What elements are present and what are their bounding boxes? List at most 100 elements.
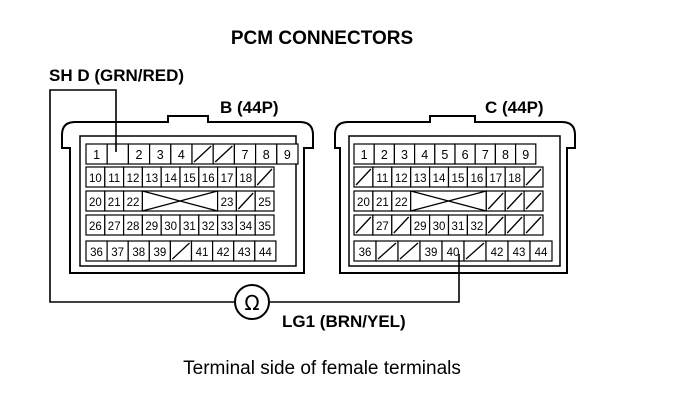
probe-positive-label: SH D (GRN/RED) [49,66,185,85]
pin-cell [514,143,537,165]
pin-number: 42 [217,247,230,259]
pin-cell [276,143,299,165]
pin-number: 42 [491,247,504,259]
pin-number: 4 [178,148,185,162]
pin-number: 21 [376,197,389,209]
pin-number: 14 [433,173,446,185]
pin-number: 12 [395,173,408,185]
empty-pin-slash [355,168,372,186]
empty-pin-slash [506,192,523,210]
pin-number: 8 [263,148,270,162]
pin-number: 22 [127,197,140,209]
pin-number: 25 [258,197,271,209]
pin-number: 33 [221,221,234,233]
empty-pin-slash [487,216,504,234]
empty-pin-slash [171,242,190,260]
pin-number: 27 [376,221,389,233]
pin-number: 27 [108,221,121,233]
pin-number: 39 [153,247,166,259]
pin-cell [254,190,275,212]
pin-number: 2 [381,148,388,162]
pin-number: 10 [89,173,102,185]
pin-number: 31 [452,221,465,233]
empty-pin-slash [525,192,542,210]
pin-number: 26 [89,221,102,233]
blocked-cross-line [142,190,218,212]
pin-number: 28 [127,221,140,233]
empty-pin-slash [465,242,485,260]
pin-number: 43 [513,247,526,259]
pin-number: 7 [242,148,249,162]
diagram-caption: Terminal side of female terminals [183,358,461,379]
negative-lead-wire [270,254,460,303]
pin-number: 18 [508,173,521,185]
pin-number: 29 [145,221,158,233]
pin-number: 8 [502,148,509,162]
empty-pin-slash [355,216,372,234]
probe-negative-label: LG1 (BRN/YEL) [282,312,406,331]
empty-pin-slash [214,145,233,163]
empty-pin-slash [487,192,504,210]
pin-number: 16 [470,173,483,185]
blocked-cross-line [410,190,487,212]
pin-number: 3 [401,148,408,162]
ohmmeter: Ω [234,284,270,320]
pin-number: 34 [239,221,252,233]
pin-number: 9 [284,148,291,162]
empty-pin-slash [256,168,273,186]
pin-number: 16 [202,173,215,185]
pin-number: 36 [90,247,103,259]
empty-pin-slash [506,216,523,234]
pin-number: 32 [202,221,215,233]
empty-pin-slash [237,192,254,210]
pin-number: 4 [421,148,428,162]
diagram-title: PCM CONNECTORS [230,28,414,49]
pin-number: 40 [447,247,460,259]
pin-number: 32 [470,221,483,233]
pin-number: 44 [535,247,548,259]
pin-number: 13 [145,173,158,185]
pin-number: 35 [258,221,271,233]
pin-cell [106,143,129,165]
pin-number: 36 [359,247,372,259]
pin-number: 43 [238,247,251,259]
pin-number: 30 [164,221,177,233]
pin-number: 37 [111,247,124,259]
pin-cell [254,214,275,236]
pin-number: 2 [136,148,143,162]
empty-pin-slash [393,216,410,234]
pin-cell [529,240,553,262]
pin-number: 3 [157,148,164,162]
pin-number: 13 [414,173,427,185]
pin-number: 12 [127,173,140,185]
empty-pin-slash [193,145,212,163]
test-lead-wires [49,89,460,303]
pin-number: 9 [522,148,529,162]
pin-number: 29 [414,221,427,233]
pin-number: 41 [196,247,209,259]
pin-number: 11 [108,173,120,185]
pin-number: 20 [357,197,370,209]
pin-number: 11 [376,173,388,185]
pin-number: 18 [239,173,252,185]
pin-number: 1 [93,148,100,162]
pin-number: 5 [441,148,448,162]
pin-number: 15 [183,173,196,185]
connector-c-housing [334,115,576,274]
ohm-symbol: Ω [244,291,259,315]
pin-number: 31 [183,221,196,233]
pin-number: 39 [425,247,438,259]
pin-number: 30 [433,221,446,233]
pin-cell [254,240,277,262]
pin-number: 22 [395,197,408,209]
pin-number: 44 [259,247,272,259]
empty-pin-slash [525,216,542,234]
empty-pin-slash [399,242,419,260]
positive-lead-wire [49,89,234,303]
ohmmeter-circle [234,284,270,320]
pin-number: 21 [108,197,121,209]
empty-pin-slash [525,168,542,186]
